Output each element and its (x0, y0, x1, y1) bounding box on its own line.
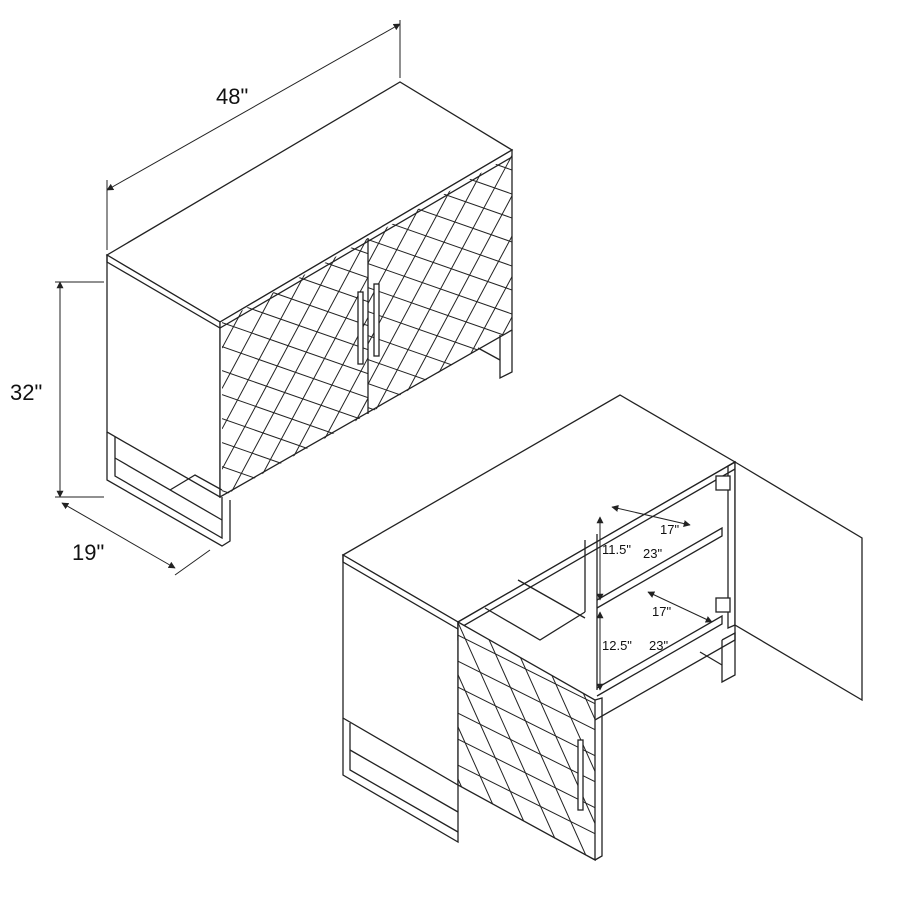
door-handle-open (577, 739, 584, 811)
herringbone-line (458, 622, 566, 860)
upper-shelf-width-label: 23" (643, 546, 663, 561)
lower-shelf-depth-label: 17" (652, 604, 672, 619)
width-label: 48" (216, 84, 249, 109)
herringbone-line (222, 238, 347, 470)
herringbone-line (368, 155, 492, 385)
upper-shelf-depth-label: 17" (660, 522, 680, 537)
metal-legs-open (342, 631, 736, 844)
herringbone-line (502, 397, 512, 414)
depth-label: 19" (72, 540, 105, 565)
herringbone-line (336, 438, 368, 497)
herringbone-line (228, 238, 368, 497)
herringbone-line (357, 478, 368, 497)
herringbone-line (368, 287, 512, 339)
cabinet-open (341, 394, 863, 862)
lower-shelf-width-label: 23" (649, 638, 669, 653)
upper-height-label: 11.5" (602, 542, 631, 557)
herringbone-line (458, 660, 595, 731)
herringbone-line (458, 764, 595, 835)
herringbone-line (394, 195, 512, 414)
herringbone-line (458, 634, 595, 705)
dimension-lines (55, 20, 401, 576)
door-handle-left (357, 291, 364, 365)
herringbone-line (373, 155, 512, 414)
herringbone-line (222, 346, 368, 399)
door-handle-right (373, 283, 380, 357)
herringbone-line (458, 712, 595, 783)
height-label: 32" (10, 380, 43, 405)
herringbone-line (368, 239, 512, 291)
herringbone-line (249, 276, 368, 497)
herringbone-line (458, 830, 472, 860)
herringbone-line (458, 842, 492, 860)
herringbone-line (481, 357, 512, 414)
herringbone-line (458, 686, 595, 757)
herringbone-line (458, 738, 595, 809)
hinge-upper (715, 475, 731, 491)
cabinet-closed (105, 81, 514, 547)
herringbone-line (222, 322, 368, 375)
herringbone-line (368, 263, 512, 315)
lower-height-label: 12.5" (602, 638, 632, 653)
herringbone-line (222, 370, 368, 423)
herringbone-line (480, 622, 589, 860)
hinge-lower (715, 597, 731, 613)
open-door-right (734, 460, 863, 702)
